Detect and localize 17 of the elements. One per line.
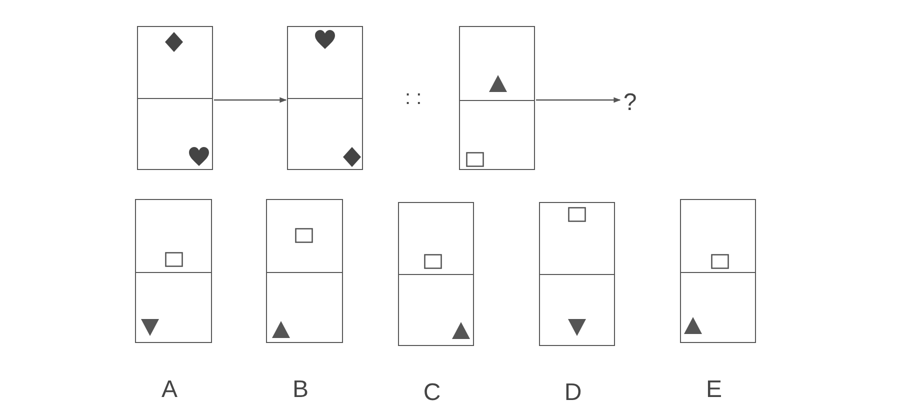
domino-card (398, 202, 474, 346)
domino-card (539, 202, 615, 346)
question-mark: ? (621, 89, 639, 117)
option-letter: B (291, 378, 310, 402)
option-letter: C (422, 381, 442, 405)
arrow (536, 97, 621, 103)
domino-card (266, 199, 343, 343)
arrow (214, 97, 287, 103)
option-letter: D (563, 381, 583, 405)
domino-card (135, 199, 212, 343)
domino-card (137, 26, 213, 170)
domino-card (287, 26, 363, 170)
option-letter: E (704, 378, 723, 402)
analogy-sign: : : (405, 88, 422, 108)
option-letter: A (160, 378, 178, 402)
domino-card (680, 199, 756, 343)
domino-card (459, 26, 535, 170)
